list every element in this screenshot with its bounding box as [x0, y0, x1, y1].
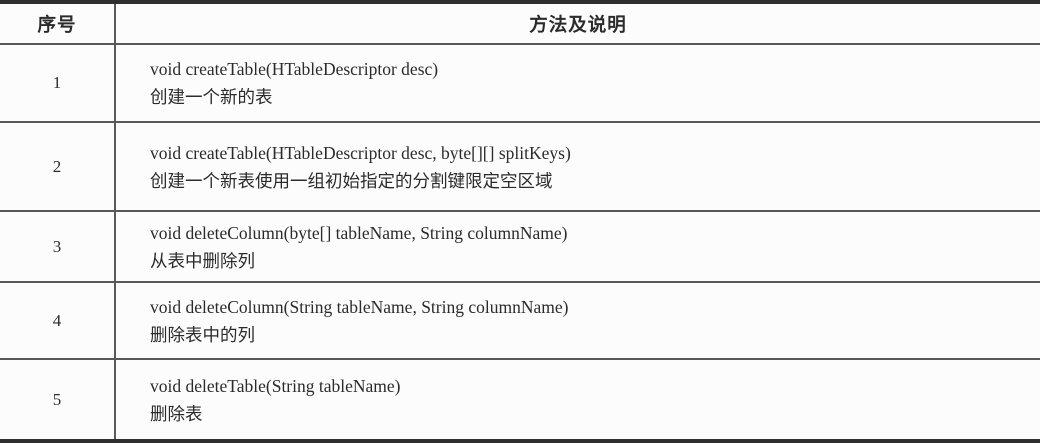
method-description: 创建一个新的表: [150, 87, 273, 107]
method-description: 创建一个新表使用一组初始指定的分割键限定空区域: [150, 170, 553, 191]
table-row: 5 void deleteTable(String tableName) 删除表: [0, 360, 1040, 439]
method-description: 删除表中的列: [150, 324, 255, 345]
row-number: 3: [0, 212, 116, 281]
method-signature: void createTable(HTableDescriptor desc): [150, 59, 439, 79]
table-header-row: 序号 方法及说明: [0, 4, 1040, 45]
method-signature: void deleteTable(String tableName): [150, 375, 401, 396]
row-number: 5: [0, 360, 116, 439]
header-cell-number: 序号: [0, 4, 116, 43]
row-content: void deleteColumn(String tableName, Stri…: [116, 283, 1040, 358]
method-description: 从表中删除列: [150, 250, 255, 271]
table-row: 4 void deleteColumn(String tableName, St…: [0, 283, 1040, 360]
method-signature: void deleteColumn(byte[] tableName, Stri…: [150, 222, 568, 243]
row-number: 4: [0, 283, 116, 358]
table-row: 1 void createTable(HTableDescriptor desc…: [0, 45, 1040, 123]
method-description: 删除表: [150, 403, 203, 424]
method-signature: void deleteColumn(String tableName, Stri…: [150, 296, 569, 317]
method-signature: void createTable(HTableDescriptor desc, …: [150, 142, 571, 163]
row-number: 1: [0, 45, 116, 121]
row-content: void createTable(HTableDescriptor desc, …: [116, 123, 1040, 210]
row-content: void createTable(HTableDescriptor desc) …: [116, 45, 1040, 121]
table-row: 3 void deleteColumn(byte[] tableName, St…: [0, 212, 1040, 283]
table-row: 2 void createTable(HTableDescriptor desc…: [0, 123, 1040, 212]
header-cell-method: 方法及说明: [529, 15, 627, 36]
row-number: 2: [0, 123, 116, 210]
row-content: void deleteColumn(byte[] tableName, Stri…: [116, 212, 1040, 281]
row-content: void deleteTable(String tableName) 删除表: [116, 360, 1040, 439]
